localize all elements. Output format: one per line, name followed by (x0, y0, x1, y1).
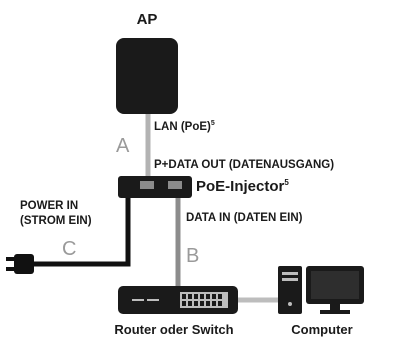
computer-monitor-icon (306, 266, 364, 314)
computer-tower-icon (278, 266, 302, 314)
power-plug-icon (6, 254, 34, 274)
access-point-device (116, 38, 178, 114)
ap-label: AP (137, 11, 158, 28)
injector-port-in-icon (168, 181, 182, 189)
power-in-label-line2: (STROM EIN) (20, 215, 92, 227)
lan-poe-footnote: 5 (211, 120, 215, 127)
svg-text:PoE-Injector5: PoE-Injector5 (196, 178, 289, 195)
power-in-label-line1: POWER IN (20, 200, 78, 212)
cable-c-label: C (62, 238, 76, 260)
cable-b-label: B (186, 245, 199, 267)
data-out-label: P+DATA OUT (DATENAUSGANG) (154, 159, 334, 171)
data-in-label: DATA IN (DATEN EIN) (186, 212, 303, 224)
poe-injector-footnote: 5 (284, 178, 289, 187)
router-label: Router oder Switch (114, 322, 233, 337)
injector-port-out-icon (140, 181, 154, 189)
svg-text:LAN (PoE)5: LAN (PoE)5 (154, 120, 215, 133)
computer-label: Computer (291, 322, 352, 337)
poe-injector-label: PoE-Injector (196, 178, 285, 195)
router-switch-device (118, 286, 238, 314)
lan-poe-label: LAN (PoE) (154, 121, 211, 133)
cable-a-label: A (116, 135, 130, 157)
